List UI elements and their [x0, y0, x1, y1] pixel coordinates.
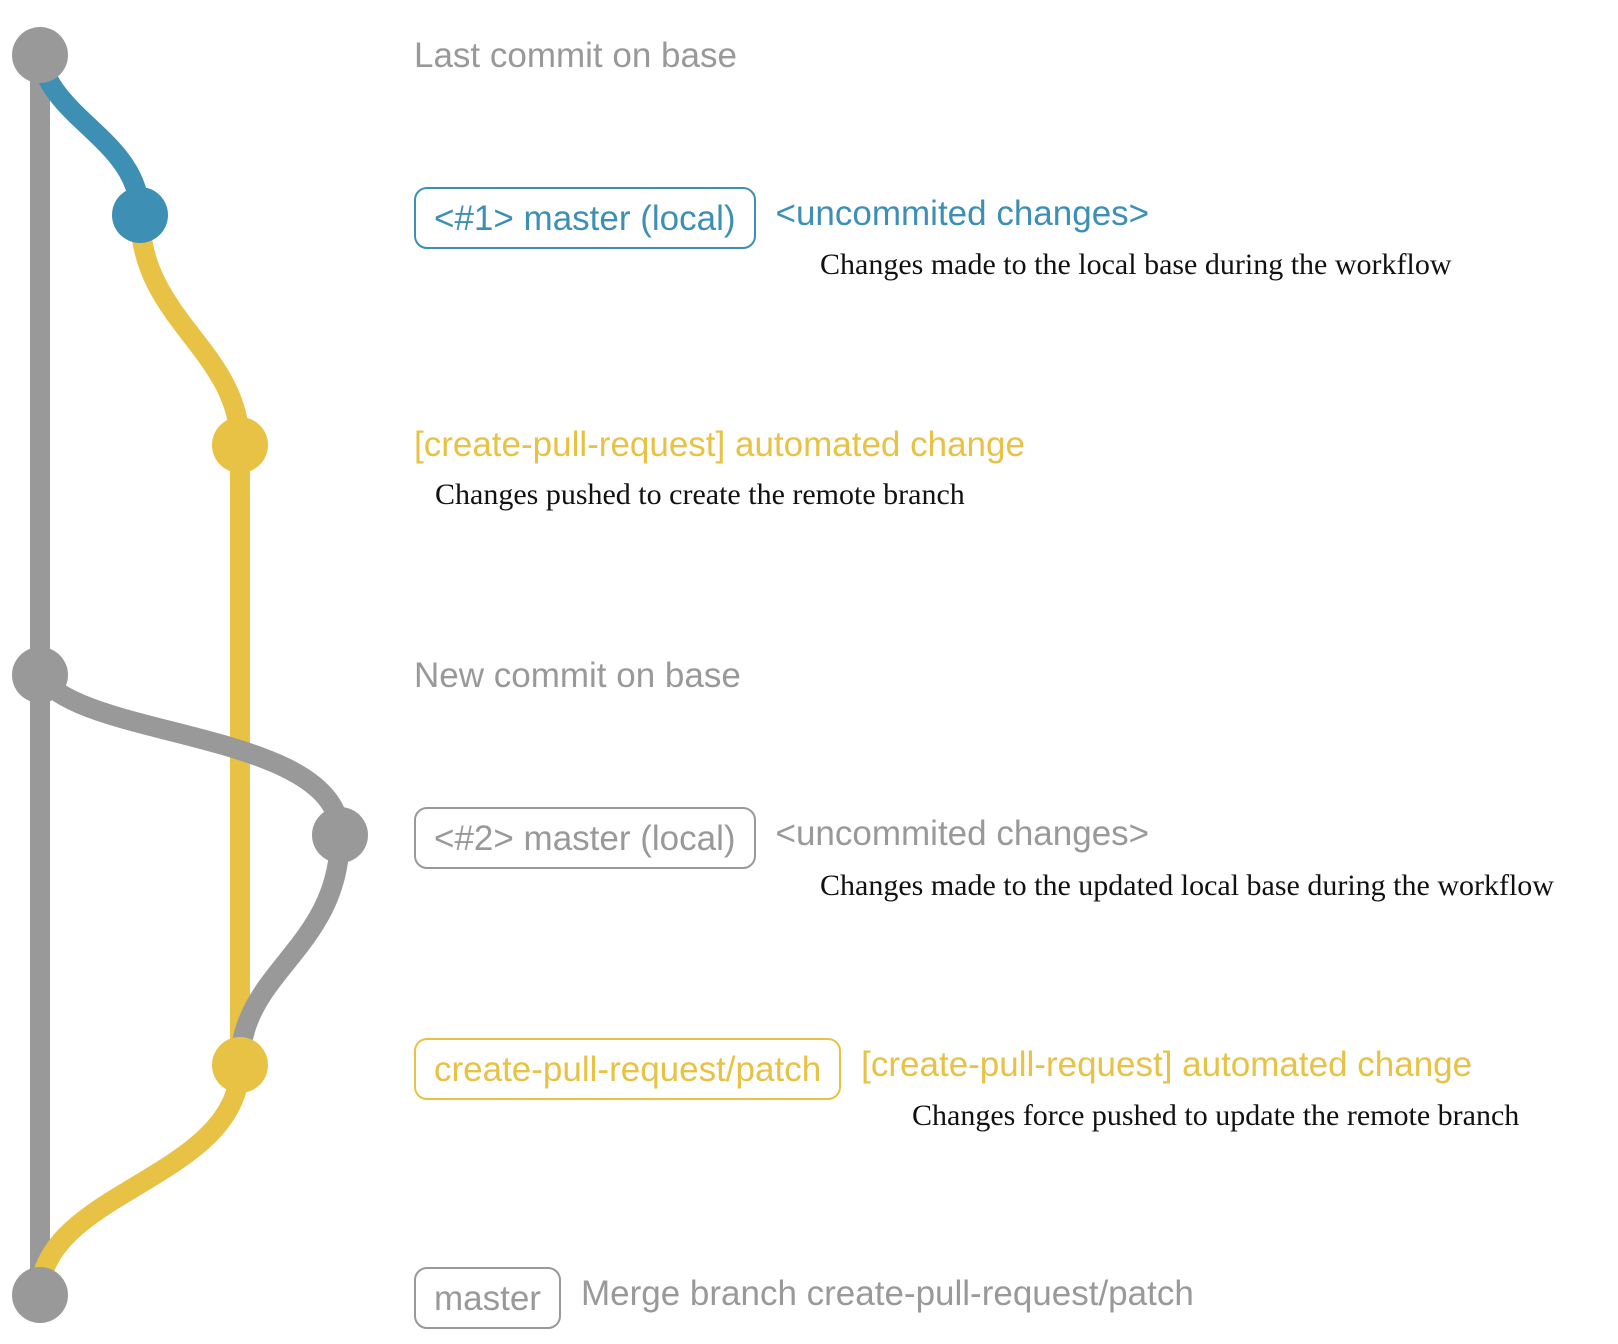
- branch-tag-local-1: <#1> master (local): [414, 187, 756, 249]
- commit-description-local-2: Changes made to the updated local base d…: [820, 869, 1554, 902]
- commit-row-merge: master Merge branch create-pull-request/p…: [414, 1267, 1194, 1329]
- commit-description-pr-updated: Changes force pushed to update the remot…: [912, 1099, 1520, 1132]
- commit-row-local-2: <#2> master (local) <uncommited changes>: [414, 807, 1149, 869]
- commit-description-local-1: Changes made to the local base during th…: [820, 248, 1452, 281]
- branch-tag-pr-patch: create-pull-request/patch: [414, 1038, 842, 1100]
- commit-message-pr-updated: [create-pull-request] automated change: [861, 1045, 1473, 1084]
- branch-tag-master: master: [414, 1267, 561, 1329]
- commit-row-local-1: <#1> master (local) <uncommited changes>: [414, 187, 1149, 249]
- branch-tag-local-2: <#2> master (local): [414, 807, 756, 869]
- local-branch-2-line: [30, 665, 350, 845]
- commit-node-pr-created: [212, 417, 268, 473]
- merge-line: [30, 1055, 250, 1305]
- commit-node-local-2: [312, 807, 368, 863]
- commit-message-new-base: New commit on base: [414, 656, 741, 695]
- commit-description-pr-created: Changes pushed to create the remote bran…: [435, 478, 965, 511]
- rebase-line: [230, 825, 350, 1075]
- commit-graph: [12, 27, 368, 1323]
- commit-message-local-2: <uncommited changes>: [775, 814, 1150, 853]
- local-branch-1-line: [30, 45, 150, 225]
- commit-message-last-base: Last commit on base: [414, 36, 737, 75]
- commit-row-pr-updated: create-pull-request/patch [create-pull-re…: [414, 1038, 1472, 1100]
- commit-message-pr-created: [create-pull-request] automated change: [414, 425, 1025, 464]
- commit-node-local-1: [112, 187, 168, 243]
- commit-message-local-1: <uncommited changes>: [775, 194, 1150, 233]
- commit-node-merge: [12, 1267, 68, 1323]
- pr-branch-line-top: [130, 205, 250, 455]
- commit-message-merge: Merge branch create-pull-request/patch: [580, 1274, 1194, 1313]
- commit-node-last-base: [12, 27, 68, 83]
- commit-node-new-base: [12, 647, 68, 703]
- commit-node-pr-updated: [212, 1037, 268, 1093]
